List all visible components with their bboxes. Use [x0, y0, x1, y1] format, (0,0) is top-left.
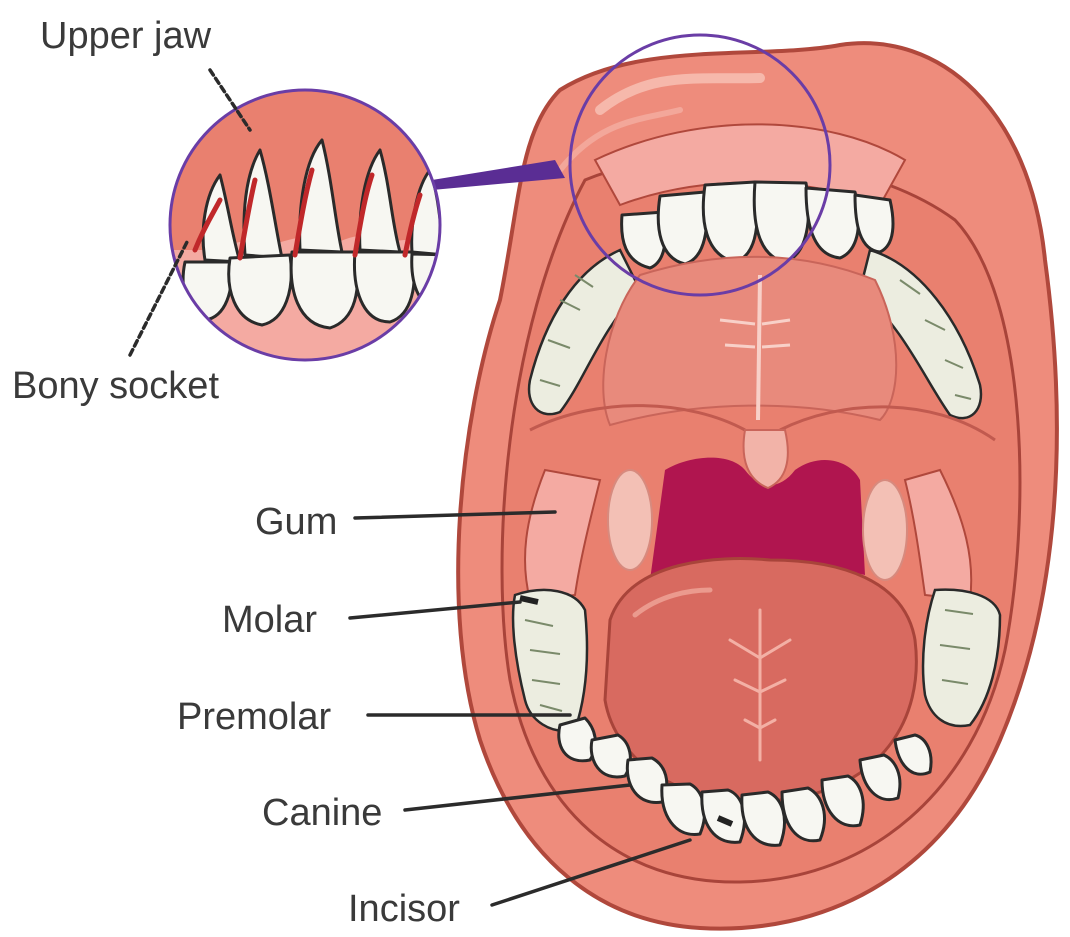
label-bony-socket: Bony socket — [12, 365, 219, 407]
label-premolar: Premolar — [177, 696, 331, 738]
bony-socket-leader — [130, 240, 188, 355]
label-incisor: Incisor — [348, 888, 460, 930]
label-molar: Molar — [222, 599, 317, 641]
label-upper-jaw: Upper jaw — [40, 15, 212, 57]
label-canine: Canine — [262, 792, 382, 834]
hard-palate — [603, 257, 896, 425]
label-gum: Gum — [255, 501, 337, 543]
